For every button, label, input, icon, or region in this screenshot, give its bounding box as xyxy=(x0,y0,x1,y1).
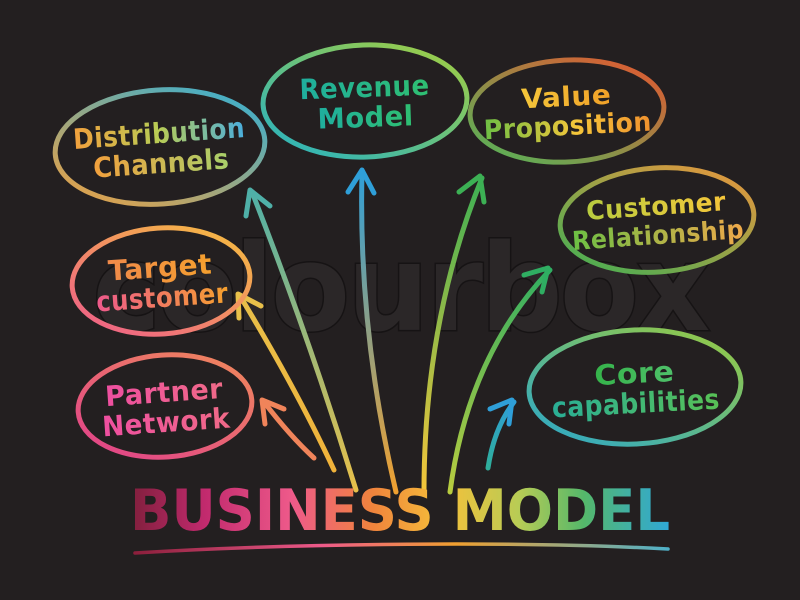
arrowhead-icon xyxy=(345,167,377,196)
title-underline xyxy=(133,542,670,555)
node-ellipse xyxy=(69,225,253,337)
node-ellipse xyxy=(467,57,667,165)
node-ellipse xyxy=(557,165,757,275)
diagram-title: BUSINESS MODEL xyxy=(130,478,670,544)
arrow-to-target-customer xyxy=(235,291,337,473)
arrowhead-icon xyxy=(235,291,264,321)
arrow-to-partner-network xyxy=(259,397,317,461)
arrowhead-icon xyxy=(456,173,487,205)
arrow-to-value-proposition xyxy=(421,173,487,495)
node-core-capabilities: Core capabilities xyxy=(526,327,744,447)
node-label-line2: Model xyxy=(317,99,414,135)
node-label-line1: Target xyxy=(107,247,213,287)
node-ellipse xyxy=(526,327,744,447)
node-label-line1: Revenue xyxy=(299,69,430,107)
node-partner-network: Partner Network xyxy=(75,352,255,460)
node-revenue-model: Revenue Model xyxy=(260,42,470,160)
arrowhead-icon xyxy=(487,397,515,427)
node-label-line1: Value xyxy=(521,80,612,116)
node-label-line1: Core xyxy=(593,355,675,392)
arrowhead-icon xyxy=(521,265,551,295)
node-ellipse xyxy=(75,352,255,460)
watermark-text: colourbox xyxy=(93,220,710,359)
node-label-line1: Partner xyxy=(104,372,224,413)
arrow-to-customer-relationship xyxy=(447,265,553,495)
node-ellipse xyxy=(52,87,268,207)
node-ellipse xyxy=(260,42,470,160)
arrow-to-core-capabilities xyxy=(485,397,517,471)
arrow-to-revenue-model xyxy=(345,167,399,495)
arrowhead-icon xyxy=(259,397,287,427)
arrow-to-distribution-channels xyxy=(243,187,359,493)
arrowhead-icon xyxy=(243,187,273,219)
